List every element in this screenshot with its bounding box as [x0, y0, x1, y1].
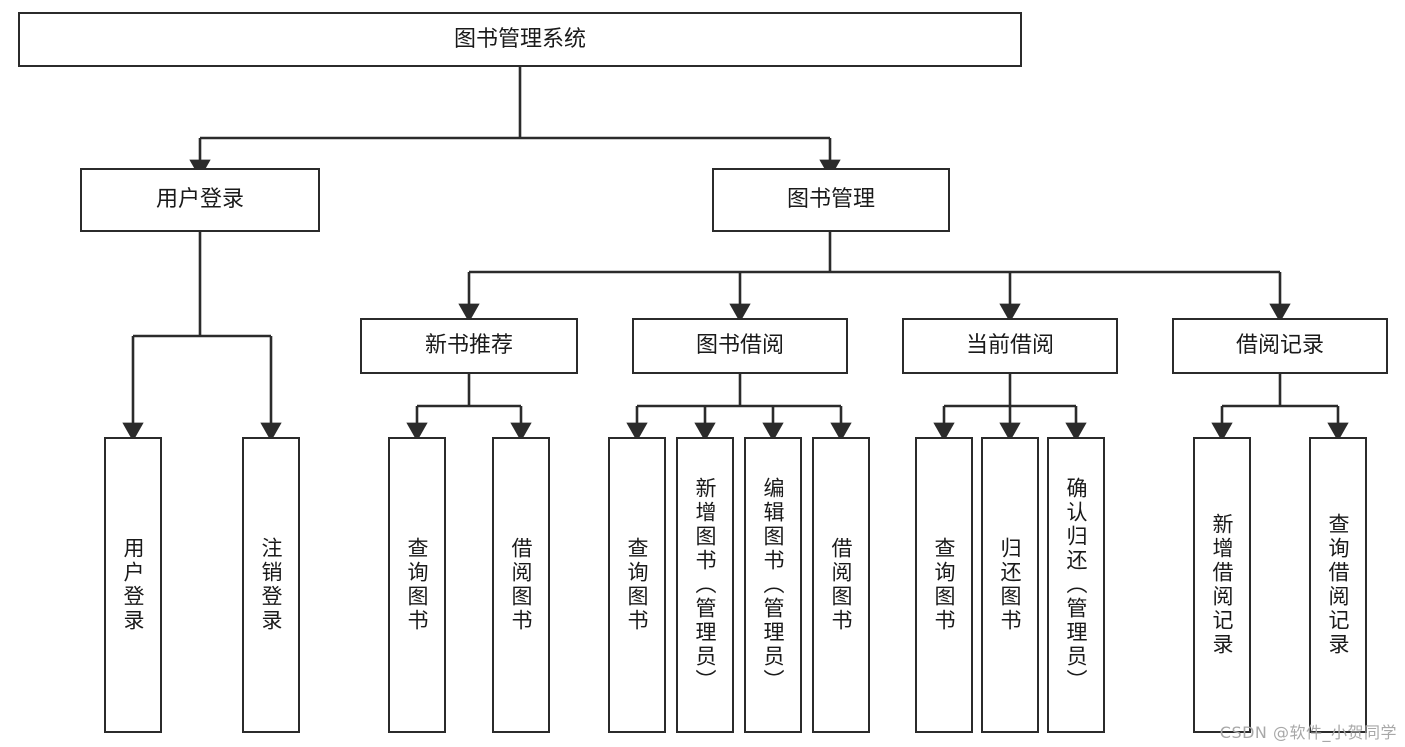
node-leaf-query-book-3[interactable]: 查询图书 [915, 437, 973, 733]
node-label: 用户登录 [155, 187, 244, 213]
node-leaf-logout-login[interactable]: 注销登录 [242, 437, 300, 733]
node-label: 查询借阅记录 [1326, 513, 1351, 657]
node-leaf-borrow-book-2[interactable]: 借阅图书 [812, 437, 870, 733]
node-leaf-edit-book[interactable]: 编辑图书（管理员） [744, 437, 802, 733]
node-label: 查询图书 [625, 537, 650, 633]
node-label: 用户登录 [121, 537, 146, 633]
node-label: 图书管理系统 [453, 26, 586, 52]
node-root-book-management-system[interactable]: 图书管理系统 [18, 12, 1022, 67]
node-leaf-confirm-return[interactable]: 确认归还（管理员） [1047, 437, 1105, 733]
node-label: 编辑图书（管理员） [761, 477, 786, 693]
node-label: 新增借阅记录 [1210, 513, 1235, 657]
node-label: 借阅图书 [829, 537, 854, 633]
node-label: 借阅记录 [1235, 333, 1324, 359]
node-label: 当前借阅 [965, 333, 1054, 359]
node-borrow-record[interactable]: 借阅记录 [1172, 318, 1388, 374]
node-leaf-borrow-book-1[interactable]: 借阅图书 [492, 437, 550, 733]
node-leaf-add-book[interactable]: 新增图书（管理员） [676, 437, 734, 733]
node-book-borrow[interactable]: 图书借阅 [632, 318, 848, 374]
node-label: 查询图书 [932, 537, 957, 633]
node-leaf-query-book-1[interactable]: 查询图书 [388, 437, 446, 733]
node-leaf-return-book[interactable]: 归还图书 [981, 437, 1039, 733]
node-label: 新书推荐 [424, 333, 513, 359]
node-label: 图书管理 [786, 187, 875, 213]
node-label: 新增图书（管理员） [693, 477, 718, 693]
node-book-management[interactable]: 图书管理 [712, 168, 950, 232]
node-label: 查询图书 [405, 537, 430, 633]
node-leaf-user-login[interactable]: 用户登录 [104, 437, 162, 733]
node-new-book-recommend[interactable]: 新书推荐 [360, 318, 578, 374]
node-label: 图书借阅 [695, 333, 784, 359]
node-leaf-query-book-2[interactable]: 查询图书 [608, 437, 666, 733]
node-label: 确认归还（管理员） [1064, 477, 1089, 693]
node-leaf-query-borrow-record[interactable]: 查询借阅记录 [1309, 437, 1367, 733]
node-label: 归还图书 [998, 537, 1023, 633]
node-current-borrow[interactable]: 当前借阅 [902, 318, 1118, 374]
node-label: 借阅图书 [509, 537, 534, 633]
node-user-login[interactable]: 用户登录 [80, 168, 320, 232]
node-leaf-add-borrow-record[interactable]: 新增借阅记录 [1193, 437, 1251, 733]
node-label: 注销登录 [259, 537, 284, 633]
csdn-watermark: CSDN @软件_小贺同学 [1219, 723, 1397, 742]
